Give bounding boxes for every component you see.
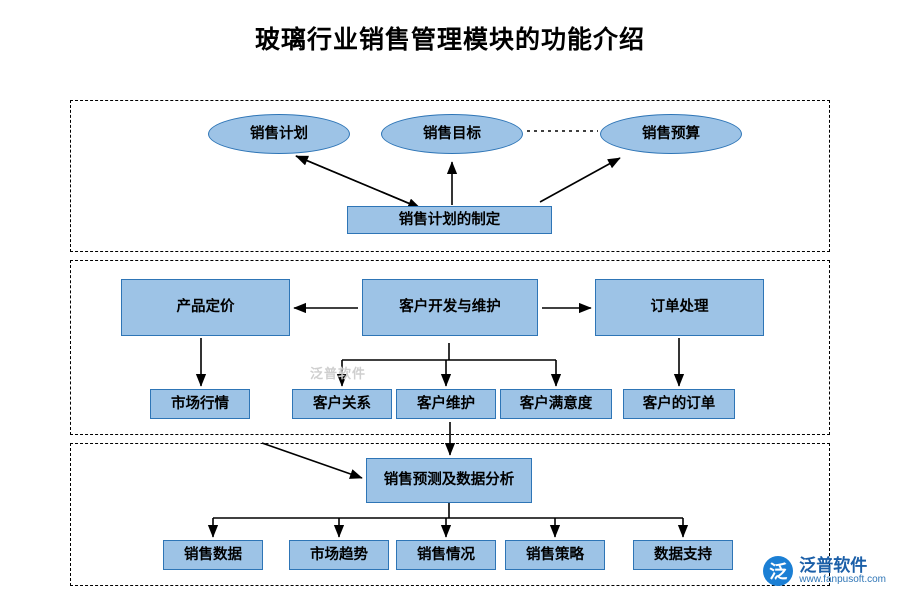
node-customer-dev-maintain[interactable]: 客户开发与维护 bbox=[362, 279, 538, 336]
node-label: 销售计划 bbox=[250, 125, 308, 142]
brand-logo: 泛 泛普软件 www.fanpusoft.com bbox=[763, 556, 886, 586]
node-sales-plan-making[interactable]: 销售计划的制定 bbox=[347, 206, 552, 234]
node-sales-target[interactable]: 销售目标 bbox=[381, 114, 523, 154]
logo-url: www.fanpusoft.com bbox=[799, 573, 886, 585]
node-sales-data[interactable]: 销售数据 bbox=[163, 540, 263, 570]
node-sales-plan[interactable]: 销售计划 bbox=[208, 114, 350, 154]
node-label: 客户开发与维护 bbox=[399, 299, 501, 316]
node-label: 销售计划的制定 bbox=[398, 211, 501, 228]
node-label: 客户维护 bbox=[417, 395, 475, 412]
node-label: 销售预算 bbox=[642, 125, 700, 142]
node-customer-relation[interactable]: 客户关系 bbox=[292, 389, 392, 419]
logo-mark-icon: 泛 bbox=[763, 556, 794, 586]
node-sales-budget[interactable]: 销售预算 bbox=[600, 114, 742, 154]
node-customer-maintain[interactable]: 客户维护 bbox=[396, 389, 496, 419]
node-label: 订单处理 bbox=[650, 299, 709, 316]
node-market-quotation[interactable]: 市场行情 bbox=[150, 389, 250, 419]
node-label: 数据支持 bbox=[654, 546, 712, 563]
sales-plan-band bbox=[70, 100, 830, 252]
node-sales-forecast-analysis[interactable]: 销售预测及数据分析 bbox=[366, 458, 532, 503]
node-sales-situation[interactable]: 销售情况 bbox=[396, 540, 496, 570]
logo-name-cn: 泛普软件 bbox=[799, 555, 868, 575]
node-label: 市场趋势 bbox=[310, 546, 368, 563]
node-label: 销售目标 bbox=[423, 125, 481, 142]
node-customer-satisfaction[interactable]: 客户满意度 bbox=[500, 389, 612, 419]
node-label: 销售数据 bbox=[184, 546, 242, 563]
node-label: 客户关系 bbox=[313, 395, 371, 412]
node-label: 销售策略 bbox=[526, 546, 584, 563]
node-order-processing[interactable]: 订单处理 bbox=[595, 279, 764, 336]
node-label: 市场行情 bbox=[171, 395, 229, 412]
watermark-text: 泛普软件 bbox=[310, 366, 367, 381]
node-label: 产品定价 bbox=[176, 299, 235, 316]
node-label: 销售情况 bbox=[417, 546, 475, 563]
node-label: 客户满意度 bbox=[519, 395, 593, 412]
node-market-trend[interactable]: 市场趋势 bbox=[289, 540, 389, 570]
node-data-support[interactable]: 数据支持 bbox=[633, 540, 733, 570]
page-title: 玻璃行业销售管理模块的功能介绍 bbox=[254, 26, 645, 54]
node-product-pricing[interactable]: 产品定价 bbox=[121, 279, 290, 336]
node-customer-order[interactable]: 客户的订单 bbox=[623, 389, 735, 419]
node-sales-strategy[interactable]: 销售策略 bbox=[505, 540, 605, 570]
node-label: 客户的订单 bbox=[642, 395, 716, 412]
node-label: 销售预测及数据分析 bbox=[383, 472, 515, 489]
